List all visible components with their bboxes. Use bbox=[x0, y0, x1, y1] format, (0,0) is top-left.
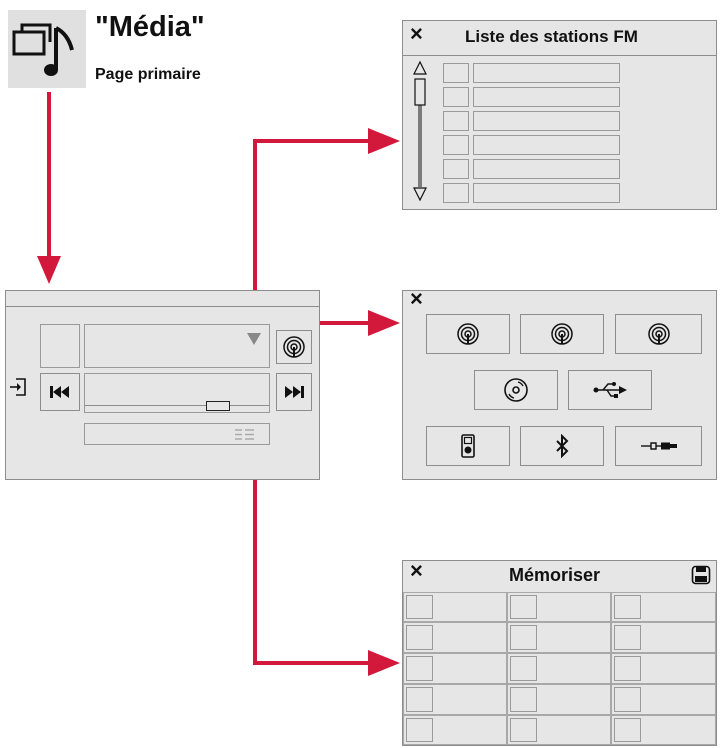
memory-slot-icon bbox=[510, 595, 537, 619]
list-settings-icon[interactable] bbox=[235, 428, 255, 441]
memory-slot-icon bbox=[614, 595, 641, 619]
scroll-down-arrow-icon bbox=[413, 187, 427, 202]
scroll-up-arrow-icon bbox=[413, 60, 427, 75]
next-track-icon bbox=[285, 386, 304, 398]
station-name-field[interactable] bbox=[84, 324, 270, 368]
cd-icon bbox=[504, 378, 528, 402]
ipod-source-button[interactable] bbox=[426, 426, 510, 466]
memory-slot[interactable] bbox=[507, 592, 611, 622]
list-item-name[interactable] bbox=[473, 63, 620, 83]
memory-slot-icon bbox=[510, 656, 537, 681]
memorize-title: Mémoriser bbox=[509, 565, 601, 585]
radio-source-1-button[interactable] bbox=[426, 314, 510, 354]
save-button[interactable] bbox=[691, 565, 711, 585]
memory-slot[interactable] bbox=[403, 592, 507, 622]
usb-source-button[interactable] bbox=[568, 370, 652, 410]
cd-source-button[interactable] bbox=[474, 370, 558, 410]
floppy-disk-icon bbox=[691, 565, 711, 585]
radio-icon bbox=[283, 336, 305, 358]
progress-slider-handle[interactable] bbox=[206, 401, 230, 411]
list-item-preset[interactable] bbox=[443, 111, 469, 131]
memory-slot[interactable] bbox=[403, 622, 507, 653]
list-item-preset[interactable] bbox=[443, 63, 469, 83]
previous-track-button[interactable] bbox=[40, 373, 80, 411]
memory-slot-icon bbox=[614, 718, 641, 742]
memory-slot[interactable] bbox=[611, 622, 716, 653]
list-item-name[interactable] bbox=[473, 183, 620, 203]
dropdown-triangle-icon[interactable] bbox=[247, 333, 261, 345]
aux-source-button[interactable] bbox=[615, 426, 702, 466]
radio-icon bbox=[457, 323, 479, 345]
memory-slot-icon bbox=[406, 595, 433, 619]
station-logo-box[interactable] bbox=[40, 324, 80, 368]
page-title: "Média" bbox=[95, 11, 205, 43]
arrowhead-sources bbox=[368, 310, 400, 336]
fm-list-close-button[interactable]: × bbox=[410, 21, 423, 46]
memory-slot[interactable] bbox=[611, 653, 716, 684]
next-track-button[interactable] bbox=[276, 373, 312, 411]
memory-slot-icon bbox=[614, 687, 641, 712]
memory-slot-icon bbox=[614, 656, 641, 681]
bluetooth-source-button[interactable] bbox=[520, 426, 604, 466]
arrow-to-fm-list bbox=[253, 139, 370, 306]
media-header-icon-box[interactable] bbox=[8, 10, 86, 88]
list-item-name[interactable] bbox=[473, 159, 620, 179]
memory-slot[interactable] bbox=[403, 653, 507, 684]
scroll-thumb bbox=[414, 78, 426, 106]
memory-slot-icon bbox=[510, 625, 537, 650]
memory-slot[interactable] bbox=[507, 715, 611, 745]
radio-source-button[interactable] bbox=[276, 330, 312, 364]
ipod-icon bbox=[461, 434, 475, 458]
memory-slot[interactable] bbox=[611, 592, 716, 622]
previous-track-icon bbox=[50, 386, 69, 398]
arrowhead-memorize bbox=[368, 650, 400, 676]
radio-icon bbox=[551, 323, 573, 345]
memorize-close-button[interactable]: × bbox=[410, 558, 423, 583]
memory-slot-icon bbox=[406, 718, 433, 742]
radio-source-3-button[interactable] bbox=[615, 314, 702, 354]
memory-slot-icon bbox=[510, 718, 537, 742]
sources-close-button[interactable]: × bbox=[410, 286, 423, 311]
memory-slot[interactable] bbox=[507, 622, 611, 653]
list-item-preset[interactable] bbox=[443, 87, 469, 107]
radio-source-2-button[interactable] bbox=[520, 314, 604, 354]
aux-jack-icon bbox=[640, 442, 677, 450]
memory-slot-icon bbox=[406, 625, 433, 650]
page-subtitle: Page primaire bbox=[95, 66, 201, 83]
usb-icon bbox=[593, 382, 627, 398]
source-switch-icon bbox=[10, 378, 26, 396]
bluetooth-icon bbox=[556, 434, 569, 458]
memory-slot-icon bbox=[614, 625, 641, 650]
list-item-name[interactable] bbox=[473, 135, 620, 155]
track-info-area[interactable] bbox=[84, 373, 270, 413]
secondary-info-bar[interactable] bbox=[84, 423, 270, 445]
memory-slot[interactable] bbox=[403, 715, 507, 745]
fm-list-scrollbar[interactable] bbox=[412, 60, 428, 206]
memory-slot[interactable] bbox=[611, 715, 716, 745]
arrowhead-fm bbox=[368, 128, 400, 154]
list-item-preset[interactable] bbox=[443, 183, 469, 203]
scrollbar-graphic bbox=[413, 60, 427, 202]
list-item-name[interactable] bbox=[473, 111, 620, 131]
top-divider bbox=[6, 306, 319, 307]
memory-slot[interactable] bbox=[507, 684, 611, 715]
source-switch-button[interactable] bbox=[8, 375, 30, 399]
memory-slot[interactable] bbox=[403, 684, 507, 715]
panel-title-bar bbox=[403, 21, 716, 56]
list-item-preset[interactable] bbox=[443, 135, 469, 155]
memory-slot-icon bbox=[406, 656, 433, 681]
progress-track bbox=[85, 405, 269, 406]
list-item-preset[interactable] bbox=[443, 159, 469, 179]
memory-slot-icon bbox=[406, 687, 433, 712]
memory-slot-icon bbox=[510, 687, 537, 712]
arrowhead-down bbox=[37, 256, 61, 284]
memory-slot[interactable] bbox=[611, 684, 716, 715]
fm-list-title: Liste des stations FM bbox=[465, 27, 638, 46]
radio-icon bbox=[647, 323, 670, 345]
list-item-name[interactable] bbox=[473, 87, 620, 107]
media-music-icon bbox=[12, 23, 74, 76]
memory-slot[interactable] bbox=[507, 653, 611, 684]
